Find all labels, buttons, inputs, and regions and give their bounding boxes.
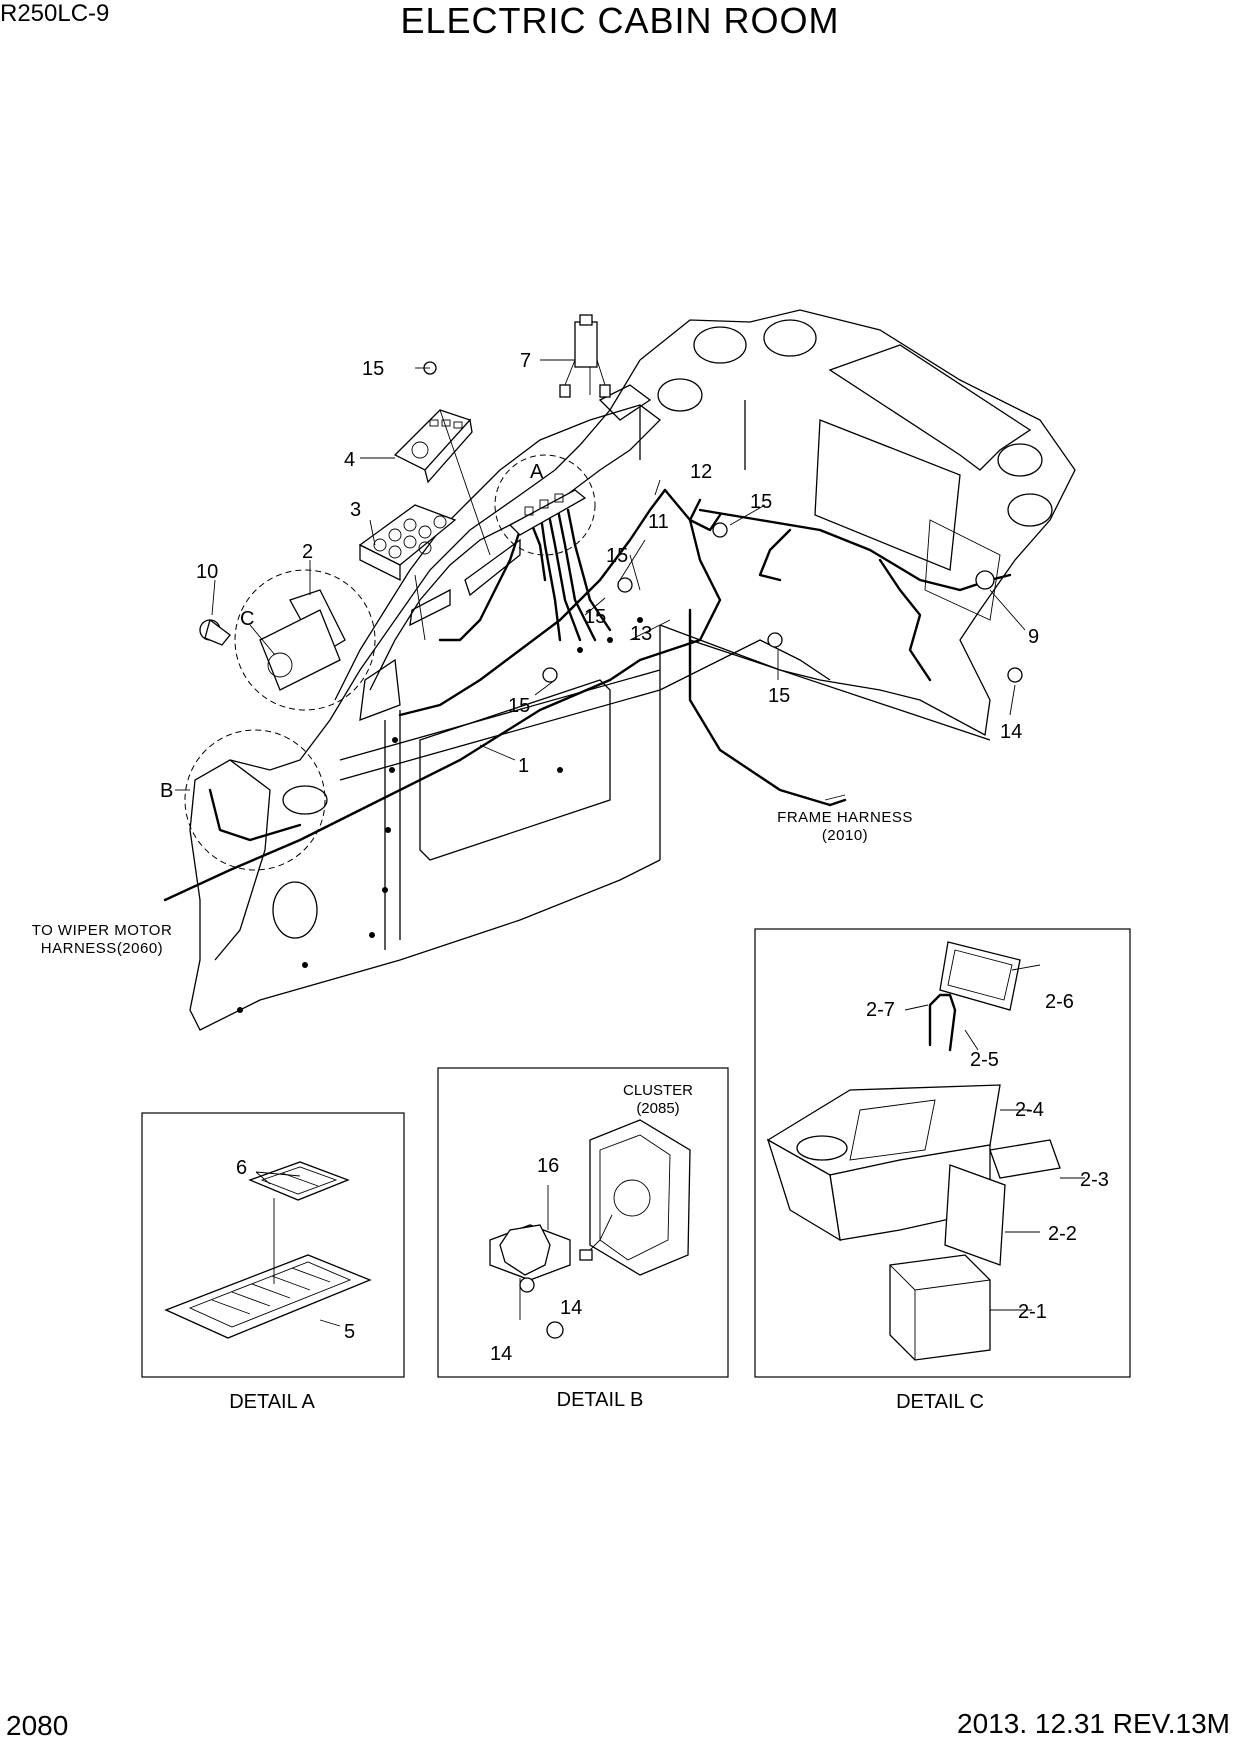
wire-harness bbox=[163, 488, 1012, 902]
detail-b-panel: CLUSTER (2085) 16 14 14 bbox=[437, 1067, 729, 1378]
callout-4: 4 bbox=[344, 449, 355, 471]
callout-2-4: 2-4 bbox=[1015, 1099, 1044, 1121]
switch-panel-3 bbox=[358, 504, 457, 582]
fuse-block-A bbox=[508, 489, 587, 536]
callout-1: 1 bbox=[518, 755, 529, 777]
callout-A: A bbox=[530, 461, 544, 483]
cluster-code: (2085) bbox=[636, 1100, 679, 1117]
console-panel-2 bbox=[259, 589, 346, 691]
callout-15: 15 bbox=[750, 491, 772, 513]
callout-7: 7 bbox=[520, 350, 531, 372]
detail-c-panel: 2-7 2-6 2-5 2-4 2-3 2-2 2-1 bbox=[754, 928, 1131, 1378]
wiper-harness-code: HARNESS(2060) bbox=[41, 940, 163, 957]
detail-b-caption: DETAIL B bbox=[557, 1389, 644, 1411]
callout-13: 13 bbox=[630, 623, 652, 645]
cluster-label: CLUSTER bbox=[623, 1082, 693, 1099]
callout-2: 2 bbox=[302, 541, 313, 563]
callout-2-6: 2-6 bbox=[1045, 991, 1074, 1013]
callout-14: 14 bbox=[490, 1343, 512, 1365]
callout-6: 6 bbox=[236, 1157, 247, 1179]
callout-3: 3 bbox=[350, 499, 361, 521]
callout-15: 15 bbox=[584, 606, 606, 628]
callout-14: 14 bbox=[560, 1297, 582, 1319]
page-number: 2080 bbox=[6, 1710, 69, 1741]
callout-10: 10 bbox=[196, 561, 218, 583]
callout-2-5: 2-5 bbox=[970, 1049, 999, 1071]
frame-harness-code: (2010) bbox=[822, 827, 868, 844]
cigar-lighter-10 bbox=[199, 618, 231, 646]
callout-14: 14 bbox=[1000, 721, 1022, 743]
detail-a-panel: 6 5 bbox=[141, 1112, 405, 1378]
revision-date: 2013. 12.31 REV.13M bbox=[957, 1708, 1230, 1739]
callout-5: 5 bbox=[344, 1321, 355, 1343]
callout-2-3: 2-3 bbox=[1080, 1169, 1109, 1191]
callout-2-1: 2-1 bbox=[1018, 1301, 1047, 1323]
callout-2-2: 2-2 bbox=[1048, 1223, 1077, 1245]
model-number: R250LC-9 bbox=[0, 0, 110, 27]
switch-panel-4 bbox=[393, 409, 473, 484]
connector-7 bbox=[559, 314, 611, 398]
callout-15: 15 bbox=[606, 545, 628, 567]
main-callouts: 15 7 4 A 12 15 3 11 15 2 10 C 15 13 9 15… bbox=[160, 350, 1039, 802]
callout-12: 12 bbox=[690, 461, 712, 483]
callout-16: 16 bbox=[537, 1155, 559, 1177]
frame-harness-note: FRAME HARNESS bbox=[777, 809, 913, 826]
callout-15: 15 bbox=[362, 358, 384, 380]
detail-a-marker bbox=[494, 454, 596, 556]
callout-2-7: 2-7 bbox=[866, 999, 895, 1021]
detail-b-marker bbox=[184, 729, 326, 871]
callout-9: 9 bbox=[1028, 626, 1039, 648]
callout-15: 15 bbox=[768, 685, 790, 707]
detail-a-caption: DETAIL A bbox=[229, 1391, 315, 1413]
leader-lines bbox=[175, 359, 1026, 801]
callout-B: B bbox=[160, 780, 173, 802]
detail-c-marker bbox=[234, 569, 376, 711]
callout-11: 11 bbox=[648, 511, 669, 533]
bolts bbox=[423, 361, 1023, 683]
wiper-harness-note: TO WIPER MOTOR bbox=[32, 922, 173, 939]
page-title: ELECTRIC CABIN ROOM bbox=[400, 0, 840, 41]
rivet-dots bbox=[237, 617, 643, 1013]
cabin-frame bbox=[189, 309, 1076, 1031]
callout-15: 15 bbox=[508, 695, 530, 717]
detail-c-caption: DETAIL C bbox=[896, 1391, 984, 1413]
callout-C: C bbox=[240, 608, 254, 630]
